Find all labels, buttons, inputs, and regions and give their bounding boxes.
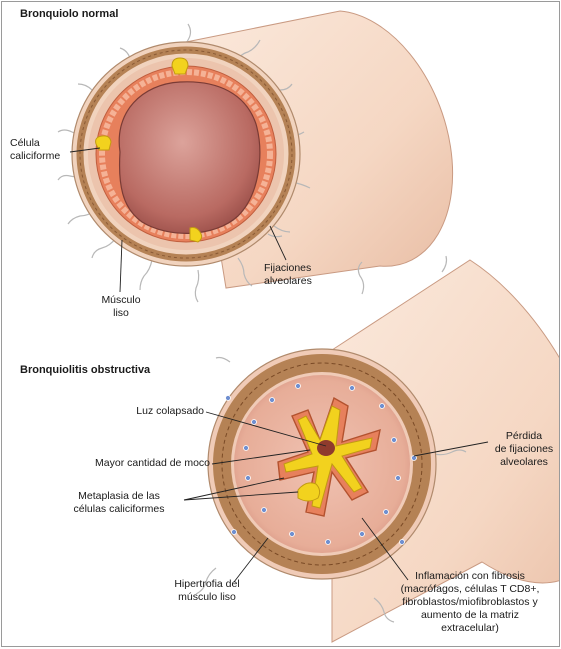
hypertrophy-label-line-2: músculo liso xyxy=(152,591,262,604)
smooth-muscle-label-line-2: liso xyxy=(86,307,156,320)
obstructive-title: Bronquiolitis obstructiva xyxy=(20,364,150,377)
metaplasia-label-line-2: células caliciformes xyxy=(56,503,182,516)
goblet-cell-label: Célula caliciforme xyxy=(10,137,74,163)
loss-attachments-label-line-3: alveolares xyxy=(488,456,560,469)
normal-title: Bronquiolo normal xyxy=(20,8,118,21)
inflammation-label-line-2: (macrófagos, células T CD8+, xyxy=(382,583,558,596)
metaplasia-label-line-1: Metaplasia de las xyxy=(56,490,182,503)
normal-lumen xyxy=(119,82,260,234)
inflammation-label-line-3: fibroblastos/miofibroblastos y xyxy=(382,596,558,609)
mucus-label: Mayor cantidad de moco xyxy=(42,457,210,470)
inflammation-label: Inflamación con fibrosis (macrófagos, cé… xyxy=(382,570,558,635)
loss-attachments-label-line-1: Pérdida xyxy=(488,430,560,443)
alveolar-attachments-label-line-1: Fijaciones xyxy=(264,262,334,275)
loss-attachments-label-line-2: de fijaciones xyxy=(488,443,560,456)
normal-bronchiole xyxy=(58,11,453,302)
goblet-cell-label-line-2: caliciforme xyxy=(10,150,74,163)
inflammation-label-line-4: aumento de la matriz xyxy=(382,609,558,622)
collapsed-lumen-label: Luz colapsado xyxy=(62,405,204,418)
goblet-cell-label-line-1: Célula xyxy=(10,137,74,150)
loss-attachments-label: Pérdida de fijaciones alveolares xyxy=(488,430,560,469)
inflammation-label-line-1: Inflamación con fibrosis xyxy=(382,570,558,583)
hypertrophy-label: Hipertrofia del músculo liso xyxy=(152,578,262,604)
smooth-muscle-label: Músculo liso xyxy=(86,294,156,320)
smooth-muscle-label-line-1: Músculo xyxy=(86,294,156,307)
metaplasia-label: Metaplasia de las células caliciformes xyxy=(56,490,182,516)
alveolar-attachments-label-line-2: alveolares xyxy=(264,275,334,288)
alveolar-attachments-label: Fijaciones alveolares xyxy=(264,262,334,288)
hypertrophy-label-line-1: Hipertrofia del xyxy=(152,578,262,591)
collapsed-lumen xyxy=(317,440,335,456)
inflammation-label-line-5: extracelular) xyxy=(382,622,558,635)
